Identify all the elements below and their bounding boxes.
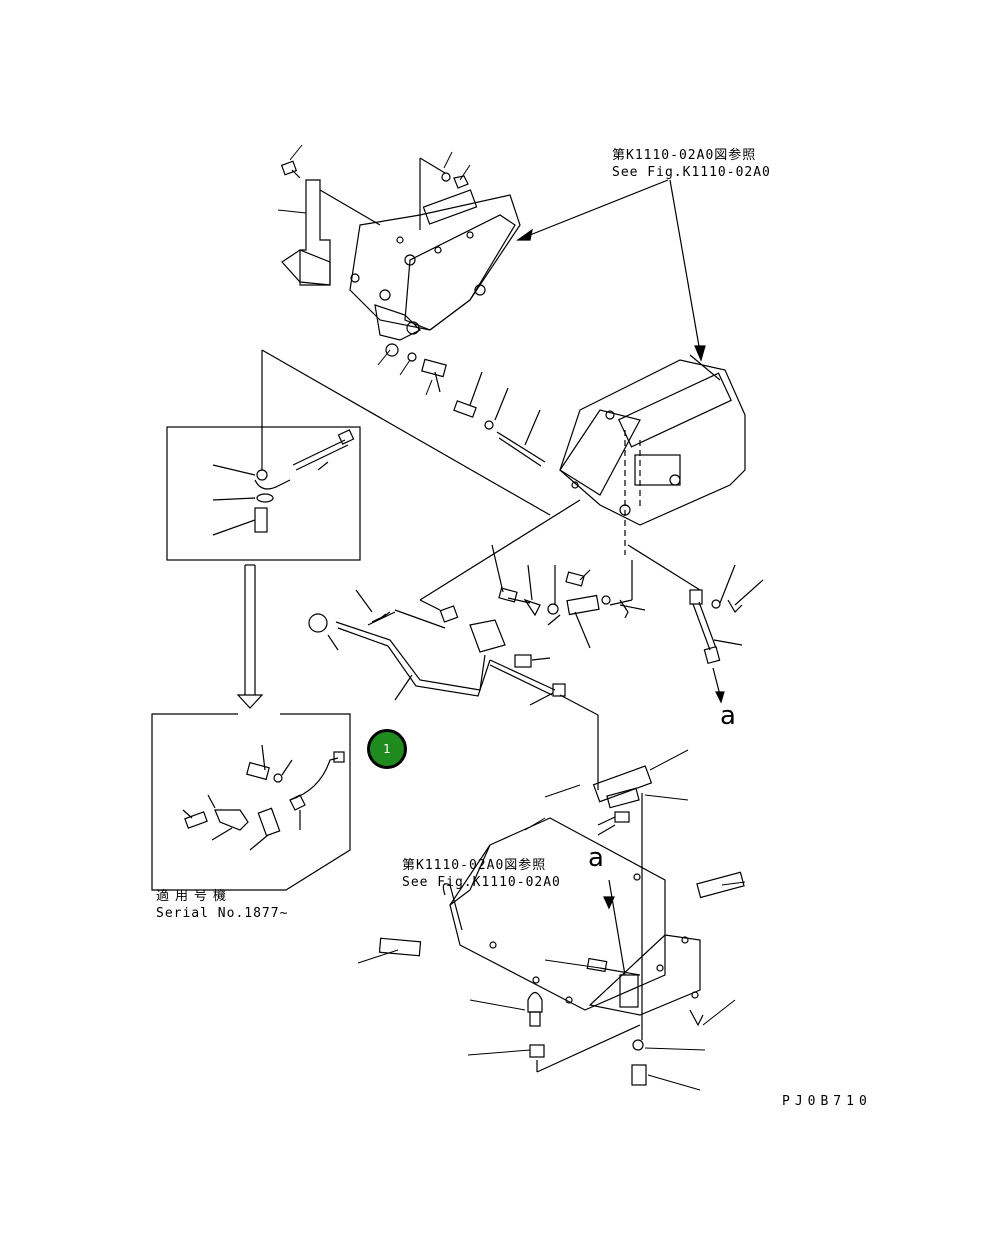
detail-arrow xyxy=(236,564,264,709)
figure-code: PJ0B710 xyxy=(782,1094,872,1109)
lower-leader-lines xyxy=(357,749,746,1091)
reference-note-top-en: See Fig.K1110-02A0 xyxy=(612,165,771,180)
middle-fasteners xyxy=(491,544,646,649)
serial-note-en: Serial No.1877~ xyxy=(156,906,289,921)
detail-box-lower xyxy=(151,713,351,891)
callout-marker[interactable]: 1 xyxy=(367,729,407,769)
linkage-lines xyxy=(261,349,701,611)
reference-note-bottom-en: See Fig.K1110-02A0 xyxy=(402,875,561,890)
middle-bolts xyxy=(453,371,546,467)
letter-a-right: a xyxy=(720,701,736,731)
upper-bracket-assembly xyxy=(281,157,521,341)
callout-marker-label: 1 xyxy=(383,742,391,756)
lever xyxy=(308,589,599,790)
detail-box-upper xyxy=(166,426,361,561)
serial-note-jp: 適用号機 xyxy=(156,889,233,904)
upper-leader-lines xyxy=(277,144,471,396)
reference-note-bottom-jp: 第K1110-02A0図参照 xyxy=(402,858,547,873)
upper-fasteners xyxy=(280,160,469,393)
reference-note-top-jp: 第K1110-02A0図参照 xyxy=(612,148,757,163)
pivot-block xyxy=(559,354,746,555)
right-rod xyxy=(689,564,764,704)
reference-arrows xyxy=(516,179,706,362)
lower-base-assembly xyxy=(378,765,745,1086)
letter-a-lower: a xyxy=(588,843,604,873)
